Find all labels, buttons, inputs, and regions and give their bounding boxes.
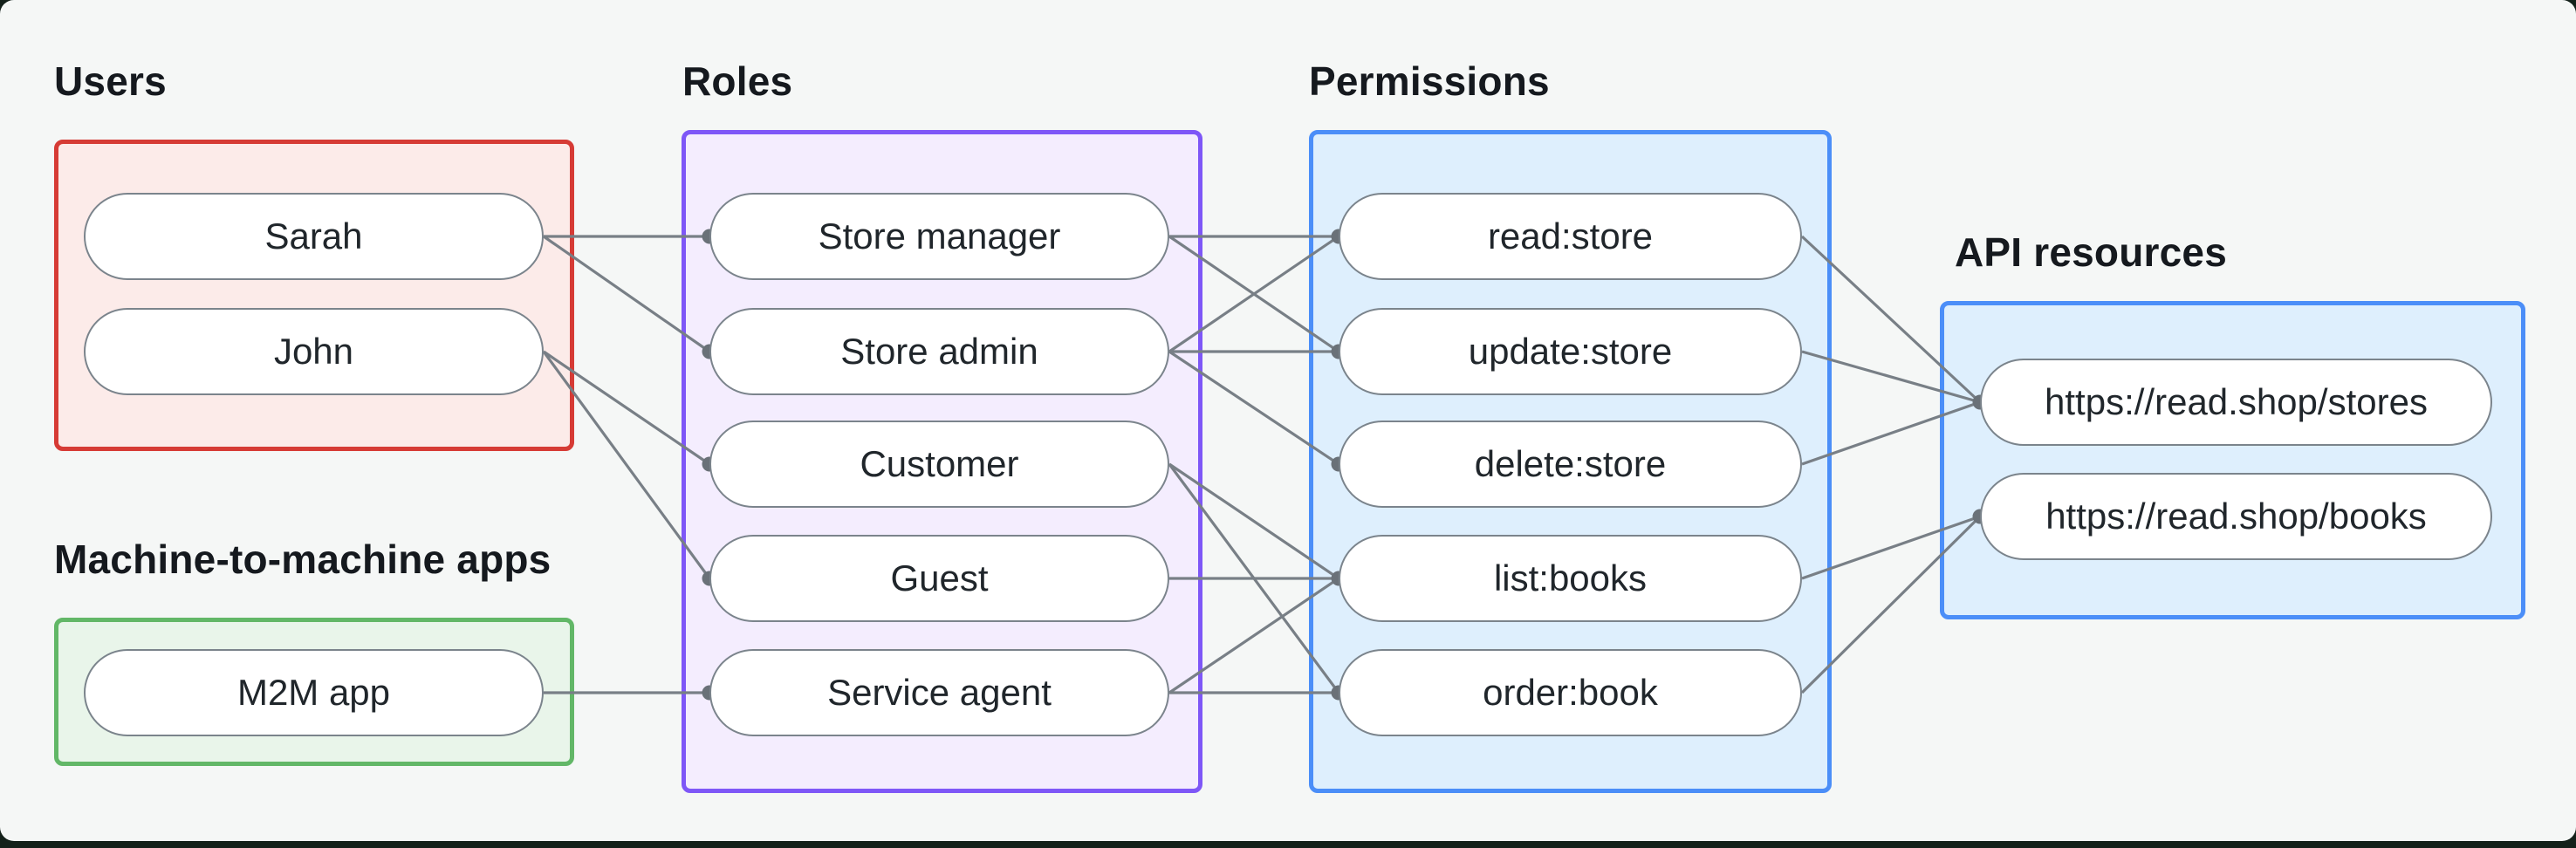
node-pill-john: John (84, 308, 544, 395)
edge-line-order-book-to-books-api (1800, 515, 1982, 694)
node-pill-books-api: https://read.shop/books (1980, 473, 2492, 560)
node-pill-list-books: list:books (1339, 535, 1802, 622)
node-pill-delete-store: delete:store (1339, 421, 1802, 508)
group-label-roles: Roles (682, 58, 793, 104)
edge-line-list-books-to-books-api (1801, 515, 1981, 580)
node-pill-service-agent: Service agent (709, 649, 1169, 736)
edge-line-customer-to-list-books (1168, 462, 1339, 580)
edge-line-john-to-customer (543, 350, 710, 466)
node-pill-update-store: update:store (1339, 308, 1802, 395)
group-label-api-resources: API resources (1955, 229, 2227, 275)
group-box-users (54, 140, 574, 451)
edge-line-sarah-to-store-admin (543, 235, 710, 353)
group-label-m2m-apps: Machine-to-machine apps (54, 537, 552, 582)
edge-line-read-store-to-stores-api (1800, 235, 1982, 404)
group-box-api-resources (1940, 301, 2525, 619)
node-pill-stores-api: https://read.shop/stores (1980, 359, 2492, 446)
node-pill-m2m-app: M2M app (84, 649, 544, 736)
edge-line-store-admin-to-delete-store (1168, 350, 1339, 466)
edge-line-service-agent-to-list-books (1168, 577, 1339, 694)
node-pill-store-manager: Store manager (709, 193, 1169, 280)
edge-line-delete-store-to-stores-api (1801, 400, 1981, 466)
node-pill-sarah: Sarah (84, 193, 544, 280)
edge-line-john-to-guest (542, 351, 711, 579)
node-pill-order-book: order:book (1339, 649, 1802, 736)
group-label-permissions: Permissions (1309, 58, 1550, 104)
node-pill-customer: Customer (709, 421, 1169, 508)
edge-line-update-store-to-stores-api (1801, 350, 1981, 404)
node-pill-guest: Guest (709, 535, 1169, 622)
node-pill-read-store: read:store (1339, 193, 1802, 280)
edge-line-store-admin-to-read-store (1168, 235, 1339, 353)
node-pill-store-admin: Store admin (709, 308, 1169, 395)
group-label-users: Users (54, 58, 167, 104)
